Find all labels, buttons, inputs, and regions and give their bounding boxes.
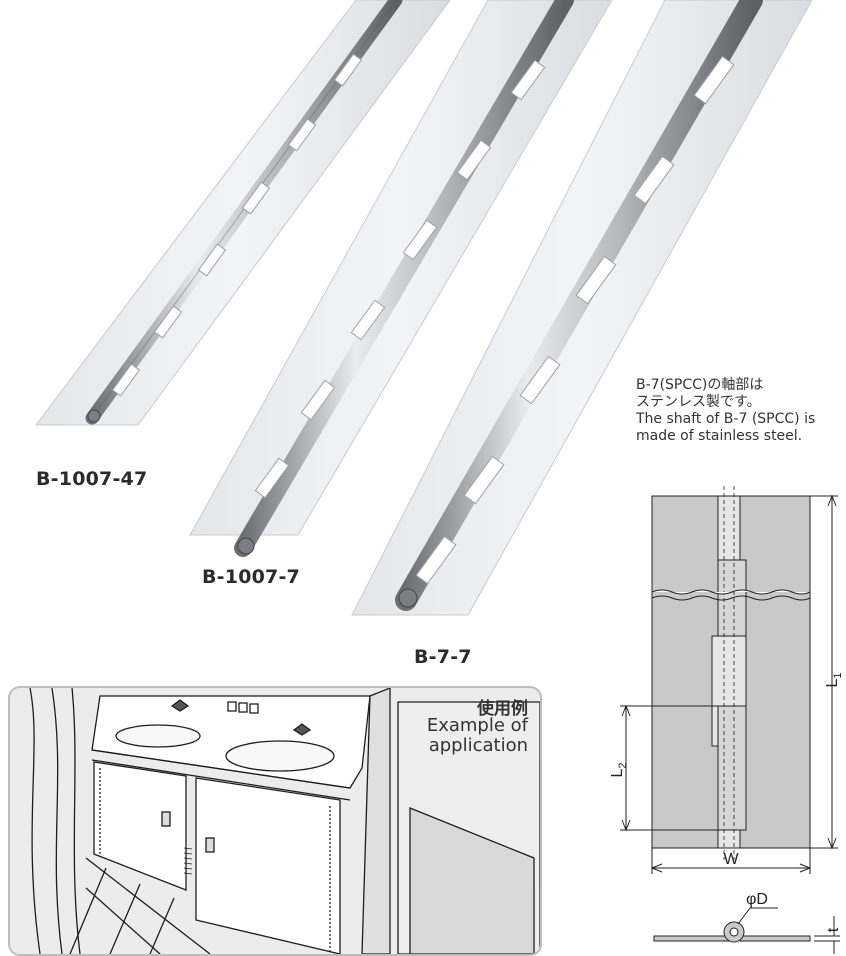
application-label-en-line2: application (428, 735, 528, 756)
dimension-w-label: W (723, 851, 739, 868)
dimension-drawing: L1 L2 W φD t (609, 486, 844, 954)
svg-text:L1: L1 (824, 672, 844, 687)
application-label-jp: 使用例 (477, 699, 528, 719)
note-jp-line2: ステンレス製です。 (636, 394, 761, 410)
note-jp-line1: B-7(SPCC)の軸部は (636, 377, 764, 393)
hinge-photo-b-1007-7 (189, 0, 613, 557)
model-label-b-1007-7: B-1007-7 (202, 566, 300, 588)
note-en-line2: made of stainless steel. (636, 428, 803, 444)
hinge-leaf-left (651, 495, 719, 849)
dimension-t-label: t (825, 927, 842, 932)
svg-text:L2: L2 (609, 762, 629, 777)
application-label-en-line1: Example of (426, 715, 528, 736)
section-leaf-right (739, 935, 811, 942)
model-label-b-1007-47: B-1007-47 (36, 468, 148, 490)
dimension-d-label: φD (746, 891, 768, 908)
model-label-b-7-7: B-7-7 (414, 646, 472, 668)
shaft-material-note: B-7(SPCC)の軸部は ステンレス製です。 The shaft of B-7… (636, 377, 846, 445)
hinge-photo-b-1007-47 (34, 0, 451, 426)
hinge-photo-b-7-7 (351, 0, 813, 616)
application-illustration (29, 688, 540, 954)
application-example-panel: 使用例 Example of application (8, 686, 542, 956)
note-en-line1: The shaft of B-7 (SPCC) is (636, 411, 816, 427)
product-photos (34, 0, 813, 616)
dimension-l1-label: L (824, 679, 841, 688)
section-leaf-left (653, 935, 731, 942)
dimension-l2-label: L (609, 769, 626, 778)
hinge-leaf-right (739, 495, 811, 849)
